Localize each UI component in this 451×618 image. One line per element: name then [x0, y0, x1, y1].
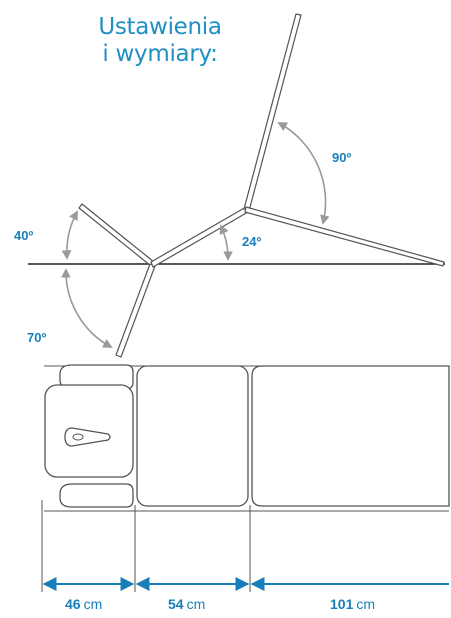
- arc-70: [61, 268, 113, 348]
- angle-label-24: 24º: [242, 234, 262, 249]
- face-hole: [64, 427, 111, 447]
- head-rest-upper-segment: [78, 203, 155, 267]
- seat-section-segment: [244, 206, 445, 267]
- middle-section-segment: [150, 206, 249, 268]
- angle-label-70: 70º: [27, 330, 47, 345]
- angle-label-90: 90º: [332, 150, 352, 165]
- dimension-unit: cm: [83, 596, 103, 612]
- title-line-1: Ustawienia: [98, 14, 222, 40]
- arm-rest-bottom: [59, 483, 134, 508]
- dimension-unit: cm: [186, 596, 206, 612]
- head-rest-lower-segment: [115, 263, 156, 358]
- dimension-guides: [41, 500, 251, 592]
- dimension-value: 46: [65, 596, 81, 612]
- dimension-value: 101: [330, 596, 354, 612]
- middle-section-top-view: [136, 365, 249, 507]
- title-line-2: i wymiary:: [102, 41, 218, 67]
- table-top-view: [44, 364, 450, 512]
- page-title: Ustawienia i wymiary:: [60, 14, 260, 68]
- dimension-unit: cm: [356, 596, 376, 612]
- seat-section-top-view: [251, 365, 450, 507]
- dimension-value: 54: [168, 596, 184, 612]
- arc-90: [277, 122, 330, 225]
- arc-24: [219, 224, 233, 261]
- angle-arcs: [61, 122, 330, 348]
- arc-40: [61, 210, 78, 260]
- angle-label-40: 40º: [14, 228, 34, 243]
